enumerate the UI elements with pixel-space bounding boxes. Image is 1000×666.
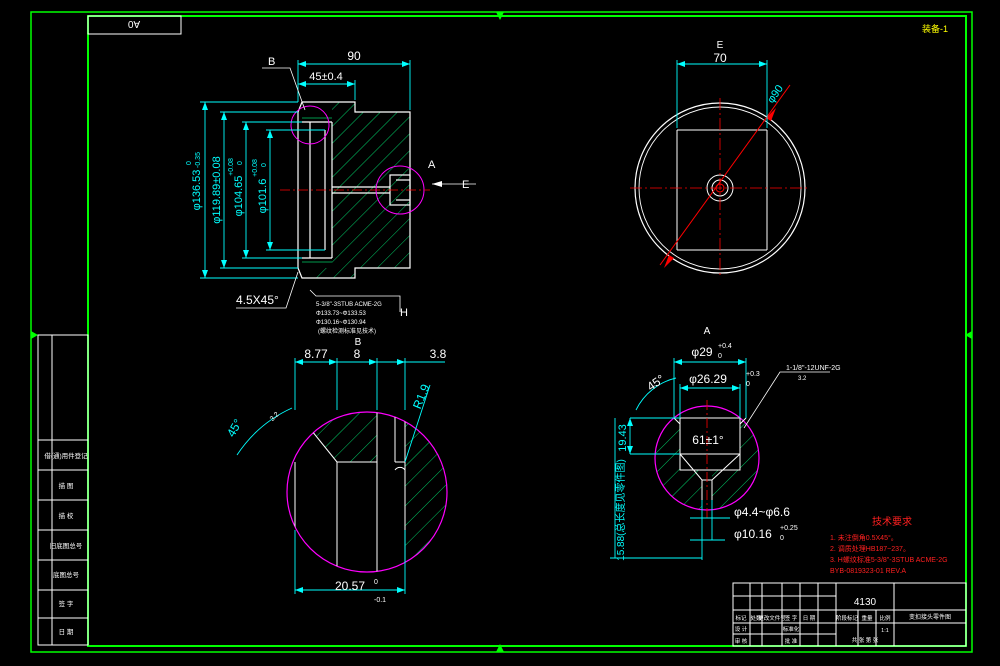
tech-note-4: BYB-0819323-01 REV.A [830,568,906,575]
detailA-dia-26-tol-upper: +0.3 [746,371,760,378]
detailB-dim-8: 8 [354,347,361,361]
left-strip [37,334,89,646]
dia-101: φ101.6 [257,179,269,214]
tech-notes: 技术要求 1. 未注倒角0.5X45°。 2. 调质处理HB187~237。 3… [830,515,948,575]
detailB-dim-3-8: 3.8 [430,347,447,361]
outer-frame [30,11,973,653]
detailB-radius: R1.9 [410,382,433,411]
tb-sheet-count: 共 张 第 张 [852,636,879,644]
detailB-title: B [355,337,362,348]
detailA-dia-26-tol-lower: 0 [746,381,750,388]
section-label-E: E [462,179,469,191]
sheet-size-box [87,15,182,35]
tech-note-1: 1. 未注倒角0.5X45°。 [830,533,898,542]
detailA-dim-15-88: 15.88(总长度见零件图) [614,459,627,561]
detailA-dia-10-16-tol-lower: 0 [780,535,784,542]
dia-136: φ136.53 [191,170,203,211]
strip-row-5: 底图总号 [53,570,80,579]
top-center-marker [496,12,504,20]
tech-note-2: 2. 调质处理HB187~237。 [830,544,910,553]
tb-row-label-2: 处数 [750,614,762,622]
right-center-marker [965,331,972,339]
dim-45: 45±0.4 [309,71,343,83]
bottom-center-marker [496,644,504,652]
dim-90: 90 [347,49,361,63]
tb-row-label-1: 标记 [735,614,747,622]
detailA-roughness: 3.2 [798,376,807,382]
detail-A: A φ29 +0.4 0 φ26.29 +0.3 0 45° 61±1° 19.… [610,326,841,561]
detailA-dia-4-4: φ4.4~φ6.6 [734,505,790,519]
tb-row-label-4: 签 字 [785,614,798,622]
section-label-B: B [268,56,275,68]
tb-scale: 比例 [879,614,891,622]
detailA-depth-61: 61±1° [692,433,724,447]
detailA-dim-19-43: 19.43 [617,424,629,452]
end-dim-70: 70 [713,51,727,65]
detailA-dia-29: φ29 [691,345,712,359]
strip-row-1: 借(通)用件登记 [44,451,88,460]
strip-row-6: 签 字 [59,599,74,608]
thread-note-1: 5-3/8"-3STUB ACME-2G [316,302,382,308]
detail-B: 8.77 8 3.8 B R1.9 45° 3.2 20.57 -0.1 0 [224,337,448,604]
section-label-H: H [400,307,408,319]
detailB-dim-20-57-tol: -0.1 [374,597,386,604]
strip-row-3: 描 校 [59,511,74,520]
tech-note-3: 3. H螺纹标准5-3/8"-3STUB ACME-2G [830,555,948,564]
thread-note-3: Φ130.16~Φ130.94 [316,320,366,326]
tb-row-label-5: 日 期 [803,615,816,622]
detail-circle-B [290,105,330,145]
section-view: B A E H 90 45±0.4 φ136.53 0 -0.35 φ119.8… [186,49,476,335]
tb-row-label-3: 更改文件号 [758,614,786,622]
title-block [732,582,967,647]
title-code: 4130 [854,597,877,608]
dia-101-tol-lower: 0 [261,163,268,167]
detailA-dia-29-tol-lower: 0 [718,353,722,360]
top-right-mark: 装备-1 [922,23,948,34]
detailA-dia-26: φ26.29 [689,372,727,386]
detailB-roughness: 3.2 [269,411,281,423]
strip-row-4: 旧底图总号 [50,541,83,550]
end-view: E 70 φ90 [630,40,810,278]
chamfer-label: 4.5X45° [236,293,279,307]
dia-136-tol-upper: 0 [186,161,193,165]
detailB-dim-20-57: 20.57 [335,579,365,593]
tech-notes-title: 技术要求 [872,515,912,528]
detailA-dia-10-16-tol-upper: +0.25 [780,525,798,532]
left-center-marker [31,331,38,339]
end-view-label-E: E [717,40,724,51]
dia-104-tol-upper: +0.08 [228,158,235,176]
detailA-thread: 1-1/8"-12UNF-2G [786,365,841,372]
sheet-size-label: A0 [127,18,140,29]
detailB-angle: 45° [224,416,245,439]
section-label-A: A [428,159,436,171]
dia-136-tol-lower: -0.35 [195,152,202,168]
detailB-dim-8-77: 8.77 [304,347,328,361]
tb-approve: 批 准 [785,637,798,645]
detailA-dia-10-16: φ10.16 [734,527,772,541]
detailA-title: A [704,326,711,337]
strip-row-7: 日 期 [59,628,74,636]
tb-stage: 阶段标记 [836,614,859,622]
dia-104-tol-lower: 0 [237,161,244,165]
tb-checker: 审 核 [735,637,748,645]
dia-104: φ104.65 [233,176,245,217]
detailB-dim-20-57-tol-upper: 0 [374,579,378,586]
strip-row-2: 描 图 [59,481,74,490]
tb-designer: 设 计 [735,625,748,633]
tb-standard: 标准化 [783,625,800,633]
inner-frame [87,15,967,647]
thread-note-2: Φ133.73~Φ133.53 [316,311,366,317]
title-name: 变扣接头零件图 [909,613,951,621]
tb-weight: 重量 [861,614,873,622]
view-E-arrow [432,181,442,187]
tb-scale-value: 1:1 [881,628,889,634]
detailA-angle: 45° [644,372,667,394]
dia-101-tol-upper: +0.08 [252,159,259,177]
dia-119: φ119.89±0.08 [211,156,223,223]
detailA-dia-29-tol-upper: +0.4 [718,343,732,350]
thread-note-4: (螺纹检测标准见技术) [318,327,376,335]
